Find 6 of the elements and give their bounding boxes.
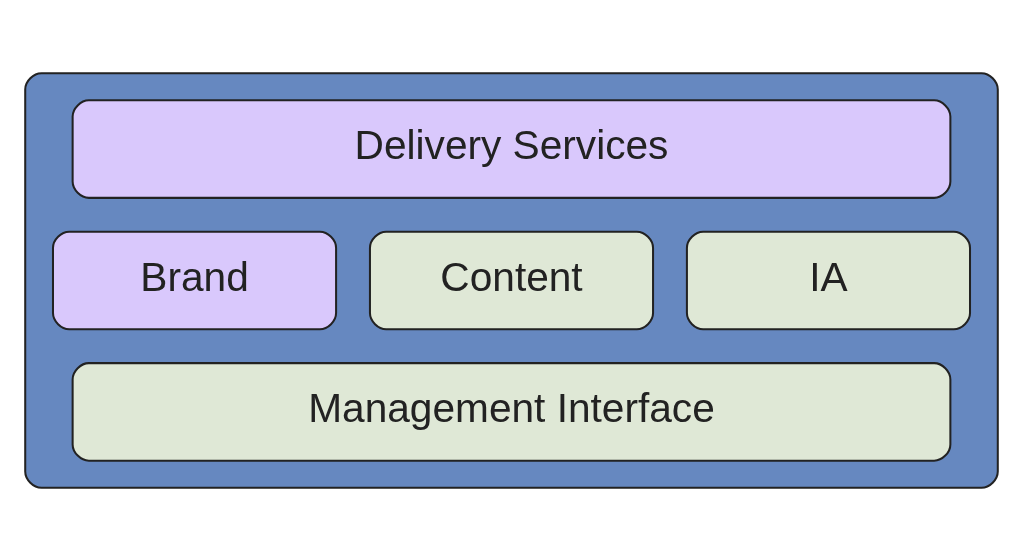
node-box: Content (368, 230, 655, 330)
node-box: Management Interface (71, 361, 952, 462)
node-box: IA (685, 230, 972, 330)
cluster (24, 71, 999, 489)
node-box: Delivery Services (71, 98, 952, 199)
node-box: Brand (51, 230, 338, 330)
